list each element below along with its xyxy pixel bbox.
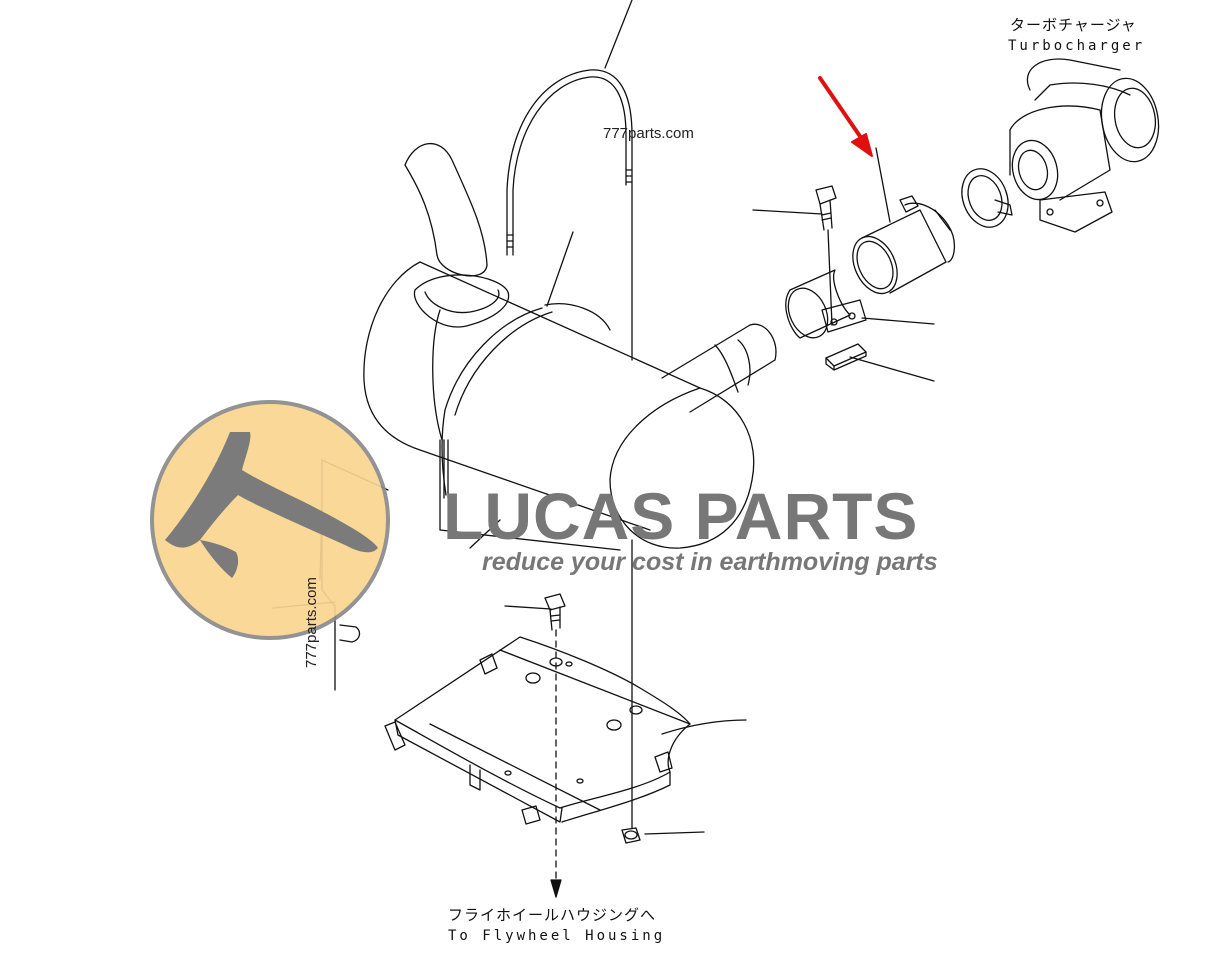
v-band-clamp [961,168,1013,228]
inlet-bolt [815,185,837,326]
turbocharger-label-en: Turbocharger [1008,38,1146,54]
lower-bolt [544,593,566,898]
u-bolt-strap [506,0,633,361]
muffler [363,261,755,551]
tail-pipe [404,142,510,328]
connector-pipe [852,195,956,295]
saddle-plate [825,343,867,371]
turbocharger-label-jp: ターボチャージャ [1010,16,1137,34]
clamp-sleeve [785,269,867,339]
site-watermark: 777parts.com [603,125,694,142]
flywheel-label-jp: フライホイールハウジングへ [448,906,657,924]
brand-tagline: reduce your cost in earthmoving parts [482,548,938,576]
lucas-parts-logo-icon [150,400,390,640]
turbocharger [1009,58,1160,233]
inlet-pipe [661,323,777,413]
flywheel-label-en: To Flywheel Housing [448,928,666,944]
site-watermark-rotated: 777parts.com [303,577,320,668]
lower-nut [621,539,641,844]
red-arrow-icon [818,76,873,157]
support-bracket [384,636,691,825]
brand-title: LUCAS PARTS [443,479,919,553]
